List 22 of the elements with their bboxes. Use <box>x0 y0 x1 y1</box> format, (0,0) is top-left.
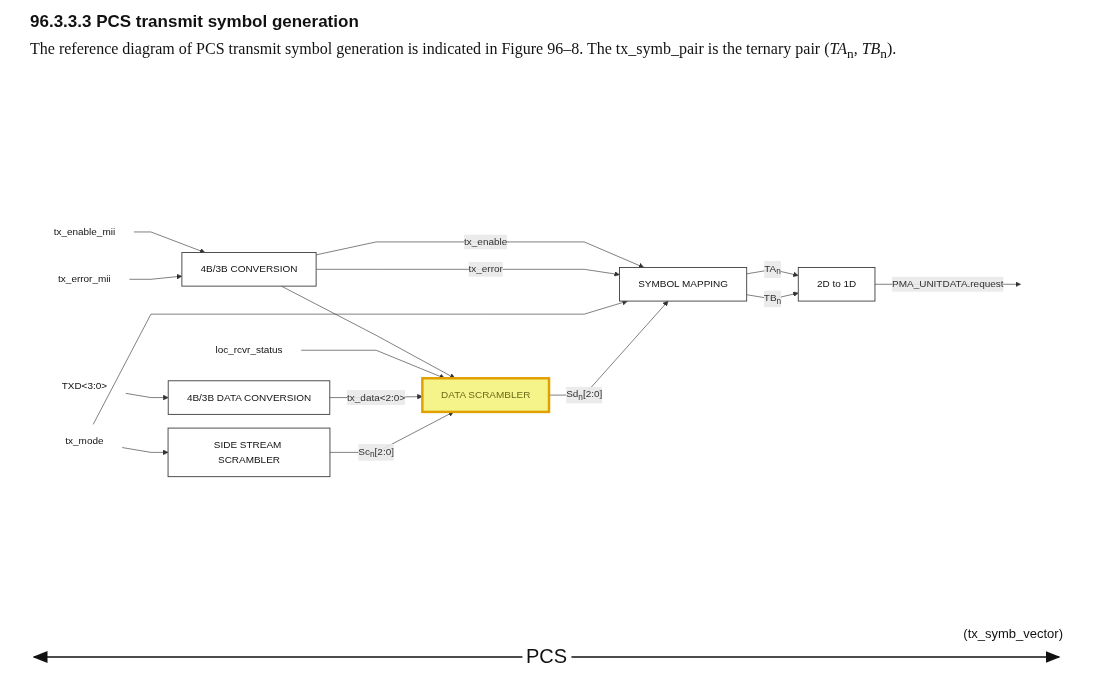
node-box: DATA SCRAMBLER <box>421 377 551 414</box>
node-text: tx_error_mii <box>58 273 111 285</box>
edge-label: Sc$_{n}$[2:0] <box>358 445 394 460</box>
node-box: SIDE STREAM SCRAMBLER <box>167 427 331 478</box>
signal-label: (tx_symb_vector) <box>963 626 1063 641</box>
node-text: loc_rcvr_status <box>215 344 283 356</box>
edge-label: TB$_{n}$ <box>763 292 782 306</box>
section-heading: 96.3.3.3 PCS transmit symbol generation <box>30 12 360 32</box>
edge-label: tx_error <box>468 263 503 275</box>
node-box: 4B/3B CONVERSION <box>181 252 317 287</box>
node-box: 2D to 1D <box>797 267 876 302</box>
edge-label: Sd$_{n}$[2:0] <box>566 388 603 402</box>
node-box: SYMBOL MAPPING <box>619 267 748 302</box>
node-text: tx_mode <box>65 435 104 447</box>
edge-label: TA$_{n}$ <box>764 263 781 277</box>
node-box: 4B/3B DATA CONVERSION <box>167 380 331 416</box>
node-text: TXD<3:0> <box>61 380 108 392</box>
edge-label: PMA_UNITDATA.request <box>892 278 1004 290</box>
edge-label: tx_data<2:0> <box>347 392 406 403</box>
node-text: tx_enable_mii <box>53 226 116 238</box>
body-paragraph: The reference diagram of PCS transmit symbol generation is indicated in Figure 96–8. The tx_symb_pair is the ternary pair (TA$_{n}$, TB$_{n}$). <box>30 40 898 63</box>
edge-label: tx_enable <box>464 236 508 248</box>
